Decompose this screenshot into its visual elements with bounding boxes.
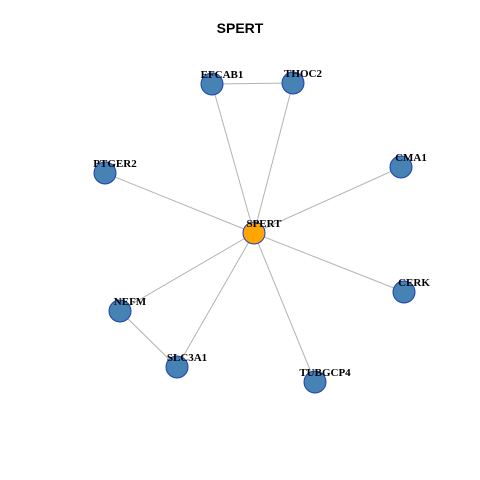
edge-spert-nefm: [119, 232, 255, 312]
edge-efcab1-thoc2: [211, 82, 294, 85]
node-efcab1: [200, 72, 224, 96]
edge-spert-thoc2: [253, 82, 294, 234]
node-tubgcp4: [303, 370, 327, 394]
node-ptger2: [93, 161, 117, 185]
node-label-ptger2: PTGER2: [93, 158, 137, 170]
edge-nefm-slc3a1: [119, 310, 178, 368]
node-cma1: [389, 155, 413, 179]
node-label-cma1: CMA1: [395, 152, 427, 164]
node-nefm: [108, 299, 132, 323]
node-layer: [93, 71, 416, 394]
edge-spert-cma1: [253, 166, 402, 234]
node-label-thoc2: THOC2: [284, 68, 322, 80]
edge-spert-cerk: [253, 232, 405, 293]
node-label-efcab1: EFCAB1: [201, 69, 244, 81]
edge-spert-slc3a1: [176, 232, 255, 368]
diagram-title: SPERT: [216, 20, 264, 36]
node-label-tubgcp4: TUBGCP4: [299, 367, 351, 379]
edge-spert-ptger2: [104, 172, 255, 234]
node-cerk: [392, 280, 416, 304]
edge-spert-tubgcp4: [253, 232, 316, 383]
edge-spert-efcab1: [211, 83, 255, 234]
edge-layer: [104, 82, 405, 383]
node-thoc2: [281, 71, 305, 95]
node-label-nefm: NEFM: [114, 296, 147, 308]
node-label-spert: SPERT: [246, 218, 282, 230]
node-label-slc3a1: SLC3A1: [167, 352, 207, 364]
node-slc3a1: [165, 355, 189, 379]
node-spert: [242, 221, 266, 245]
node-label-cerk: CERK: [398, 277, 430, 289]
